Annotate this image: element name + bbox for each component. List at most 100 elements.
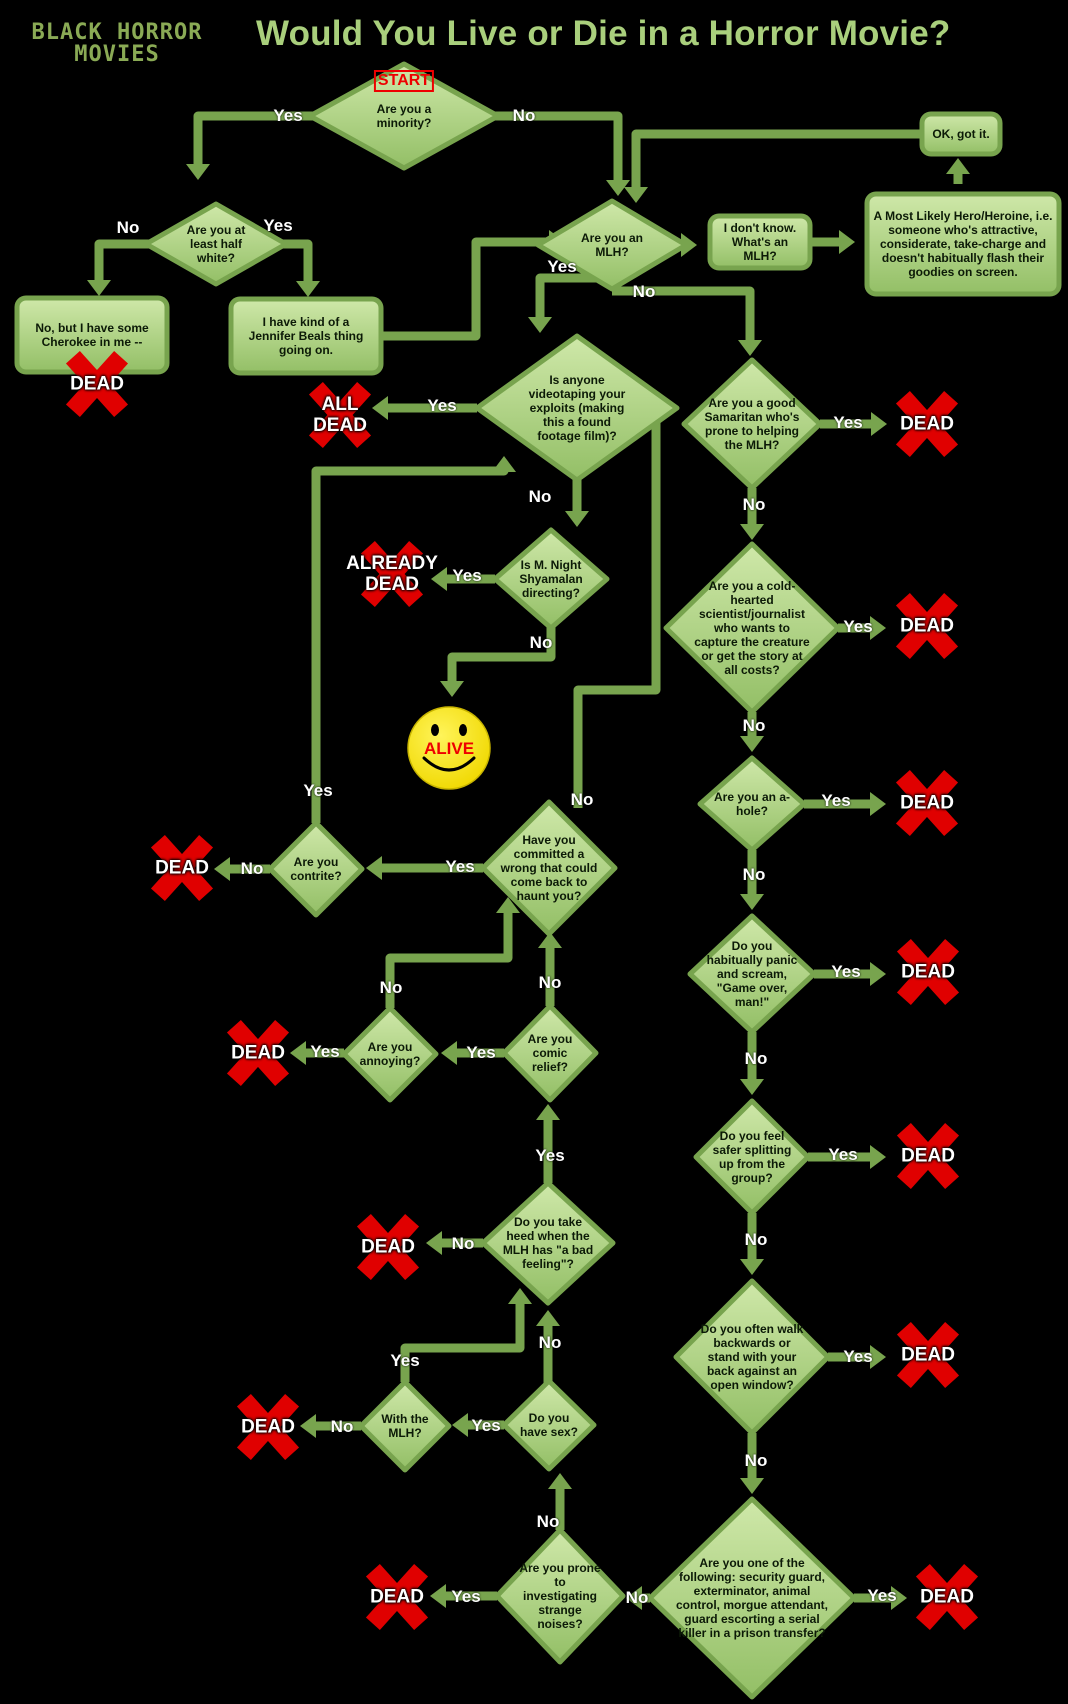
statement-box xyxy=(707,213,813,271)
node-q-minority: Are you a minority? xyxy=(376,102,432,130)
node-q-video: Is anyone videotaping your exploits (mak… xyxy=(528,373,626,443)
node-q-contrite: Are you contrite? xyxy=(290,855,342,883)
edge-label: No xyxy=(742,495,766,514)
smiley-face xyxy=(407,706,491,790)
arrowhead xyxy=(440,681,464,697)
arrowhead xyxy=(508,1288,532,1304)
edge-label: No xyxy=(570,790,594,809)
arrowhead xyxy=(492,456,516,472)
outcome-with-mlh-dead: DEAD xyxy=(241,1416,295,1438)
arrowhead xyxy=(626,1586,642,1610)
site-logo: BLACK HORROR MOVIES xyxy=(4,22,230,66)
edge-label: No xyxy=(330,1417,354,1436)
node-q-half-white: Are you at least half white? xyxy=(186,223,246,265)
arrowhead xyxy=(870,1145,886,1169)
edge-label: Yes xyxy=(263,216,293,235)
edge-label: Yes xyxy=(843,1347,873,1366)
decision-diamond xyxy=(693,1098,811,1216)
outcome-samaritan-dead: DEAD xyxy=(900,413,954,435)
decision-diamond xyxy=(647,1496,857,1700)
arrowhead xyxy=(738,340,762,356)
arrowhead xyxy=(441,1041,457,1065)
arrowhead xyxy=(300,1414,316,1438)
arrowhead xyxy=(870,1345,886,1369)
edge-label: Yes xyxy=(843,617,873,636)
edge-label: Yes xyxy=(427,396,457,415)
arrowhead xyxy=(536,1104,560,1120)
edge-label: No xyxy=(529,633,553,652)
node-b-mlh-def: A Most Likely Hero/Heroine, i.e. someone… xyxy=(873,209,1053,279)
x-mark-stroke xyxy=(365,1563,429,1631)
node-q-occupation: Are you one of the following: security g… xyxy=(675,1556,828,1640)
edge-label: No xyxy=(632,282,656,301)
outcome-noises-dead: DEAD xyxy=(370,1586,424,1608)
edge-label: No xyxy=(742,716,766,735)
edge-label: Yes xyxy=(821,791,851,810)
arrowhead xyxy=(740,524,764,540)
node-q-bad-feeling: Do you take heed when the MLH has "a bad… xyxy=(502,1215,594,1271)
edge-label: No xyxy=(240,859,264,878)
outcome-bad-feeling-dead: DEAD xyxy=(361,1236,415,1258)
edge-label: No xyxy=(744,1451,768,1470)
edge-label: Yes xyxy=(452,566,482,585)
outcome-mark-layer xyxy=(65,350,979,1631)
edge-label: Yes xyxy=(833,413,863,432)
arrowhead xyxy=(430,1584,446,1608)
decision-diamond xyxy=(358,1379,452,1473)
edge-label: No xyxy=(536,1512,560,1531)
outcome-occupation-dead: DEAD xyxy=(920,1586,974,1608)
smiley-eye-left xyxy=(431,724,439,736)
node-q-panic: Do you habitually panic and scream, "Gam… xyxy=(706,939,798,1009)
edge-label: Yes xyxy=(310,1042,340,1061)
edge-label: Yes xyxy=(390,1351,420,1370)
node-q-with-mlh: With the MLH? xyxy=(381,1412,429,1440)
connector-line xyxy=(193,111,358,169)
decision-diamond xyxy=(501,1378,597,1472)
edge-label: Yes xyxy=(547,257,577,276)
decision-diamond xyxy=(480,1180,616,1306)
page-title: Would You Live or Die in a Horror Movie? xyxy=(256,14,951,53)
arrowhead xyxy=(426,1231,442,1255)
x-mark-stroke xyxy=(236,1393,300,1461)
arrowhead xyxy=(536,1310,560,1326)
node-b-dont-know: I don't know. What's an MLH? xyxy=(723,221,797,263)
smiley-eye-right xyxy=(459,724,467,736)
edge-label: No xyxy=(742,865,766,884)
edge-label: No xyxy=(116,218,140,237)
decision-diamond xyxy=(687,913,817,1035)
decision-diamond xyxy=(501,1003,599,1103)
arrowhead xyxy=(372,396,388,420)
arrowhead xyxy=(740,1478,764,1494)
node-q-sex: Do you have sex? xyxy=(519,1411,579,1439)
edge-label: Yes xyxy=(273,106,303,125)
x-mark-stroke xyxy=(895,769,959,837)
outcome-split-dead: DEAD xyxy=(901,1145,955,1167)
x-mark-stroke xyxy=(895,390,959,458)
arrowhead xyxy=(740,894,764,910)
x-mark-stroke xyxy=(356,1213,420,1281)
edge-label: Yes xyxy=(451,1587,481,1606)
smiley-mouth xyxy=(422,756,476,772)
x-mark-stroke xyxy=(360,540,424,608)
arrowhead xyxy=(624,187,648,203)
arrowhead xyxy=(606,180,630,196)
decision-diamond xyxy=(143,201,289,287)
node-b-ok: OK, got it. xyxy=(932,127,990,141)
node-q-ahole: Are you an a-hole? xyxy=(713,790,791,818)
connector-line xyxy=(385,908,513,1008)
decision-diamond xyxy=(681,357,823,491)
arrowhead xyxy=(870,616,886,640)
node-q-noises: Are you prone to investigating strange n… xyxy=(519,1561,601,1631)
edge-label: No xyxy=(451,1234,475,1253)
decision-diamond xyxy=(697,755,807,853)
node-q-scientist: Are you a cold-hearted scientist/journal… xyxy=(694,579,810,677)
edge-label: No xyxy=(512,106,536,125)
logo-line-2: MOVIES xyxy=(74,42,160,67)
arrowhead xyxy=(740,736,764,752)
node-q-mlh: Are you an MLH? xyxy=(580,231,643,259)
outcome-ahole-dead: DEAD xyxy=(900,792,954,814)
statement-box xyxy=(228,296,384,376)
